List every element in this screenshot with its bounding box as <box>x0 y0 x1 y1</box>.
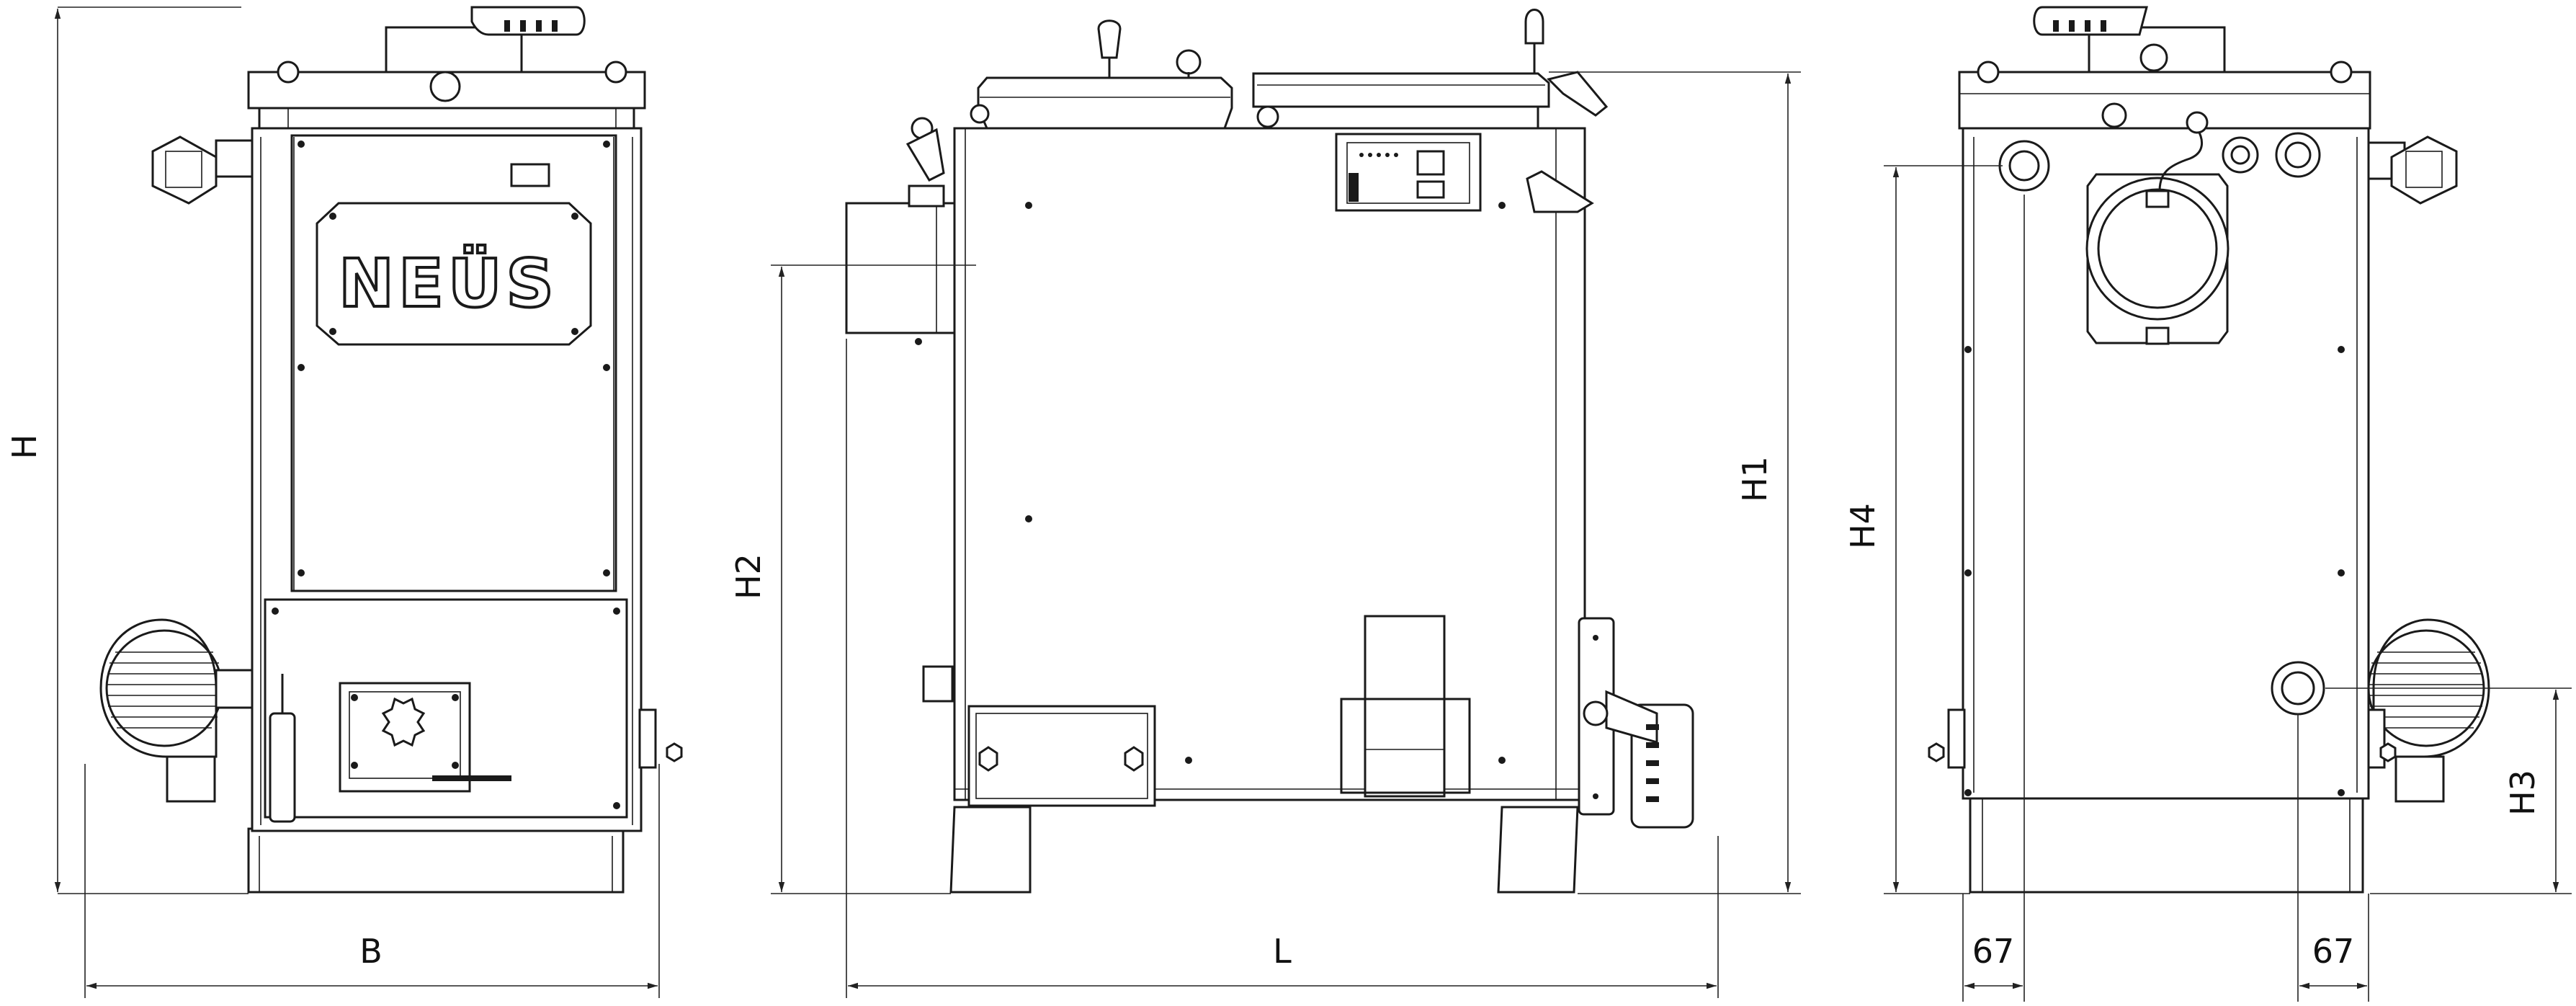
back-flue-outlet <box>2085 111 2230 345</box>
logo-plate <box>316 202 592 346</box>
back-side-bracket-left <box>1947 708 1966 769</box>
side-top-lever-icon <box>1524 9 1544 45</box>
side-view <box>845 9 1694 894</box>
side-front-lever <box>905 104 990 208</box>
side-fan-bracket <box>1340 698 1471 794</box>
side-cleanout-door <box>967 705 1156 807</box>
dim-label-h: H <box>5 435 44 460</box>
side-body <box>953 127 1586 801</box>
back-side-bracket-right <box>2367 708 2386 769</box>
front-door-handle <box>269 712 296 823</box>
front-upper-door <box>290 134 617 592</box>
dim-label-h2: H2 <box>729 553 768 600</box>
dim-label-h1: H1 <box>1735 456 1774 502</box>
back-view <box>1928 6 2490 894</box>
dimension-labels: H B H2 L H1 H4 H3 67 67 <box>5 435 2542 971</box>
back-fitting-outlet <box>1998 140 2050 192</box>
front-indicator-window <box>510 163 550 187</box>
side-top-cover-right <box>1252 72 1550 108</box>
front-view: NEÜS <box>99 6 683 894</box>
front-side-bracket <box>638 708 657 769</box>
dim-label-offset-right: 67 <box>2312 932 2355 971</box>
dim-label-h4: H4 <box>1843 503 1882 549</box>
front-top-handle <box>470 6 586 36</box>
hatch-knob-icon <box>381 697 426 747</box>
front-lower-door <box>264 598 628 819</box>
front-base <box>247 827 625 894</box>
back-fitting-small <box>2222 136 2259 174</box>
side-control-panel <box>1335 133 1482 212</box>
side-right-door <box>1578 617 1694 829</box>
side-leg-left <box>949 806 1032 894</box>
back-fitting-right <box>2275 132 2321 178</box>
brand-logo-text: NEÜS <box>339 244 558 322</box>
side-fan-housing <box>1364 615 1446 798</box>
back-top-cover <box>1958 71 2371 130</box>
dim-label-h3: H3 <box>2503 770 2542 816</box>
cleanout-knob-left-icon <box>978 746 998 772</box>
back-side-knob-left-icon <box>1928 742 1945 762</box>
back-base <box>1969 797 2364 894</box>
front-side-controller <box>151 135 254 205</box>
dim-label-b: B <box>359 932 383 971</box>
side-rivets <box>1025 202 1506 764</box>
cleanout-knob-right-icon <box>1124 746 1144 772</box>
hatch-lever <box>432 775 511 781</box>
side-top-latch <box>1547 71 1609 117</box>
dim-label-l: L <box>1273 932 1292 971</box>
front-inspection-hatch <box>339 682 471 793</box>
side-flue-pipe <box>845 202 956 334</box>
back-blower-fan <box>2367 618 2490 803</box>
back-rivets <box>1964 346 2345 796</box>
side-top-cover-left <box>977 76 1233 130</box>
front-door-rivets <box>298 141 610 577</box>
side-leg-right <box>1497 806 1579 894</box>
back-side-knob-right-icon <box>2379 742 2397 762</box>
front-blower-fan <box>99 618 254 803</box>
dimension-lines <box>54 6 2572 1002</box>
back-fitting-return <box>2271 661 2325 716</box>
dim-label-offset-left: 67 <box>1972 932 2015 971</box>
side-hinge-top <box>1526 170 1594 213</box>
back-side-controller <box>2367 135 2458 205</box>
side-top-knob-icon <box>1097 19 1122 59</box>
side-lower-fitting <box>922 665 954 703</box>
front-side-knob-icon <box>666 742 683 762</box>
